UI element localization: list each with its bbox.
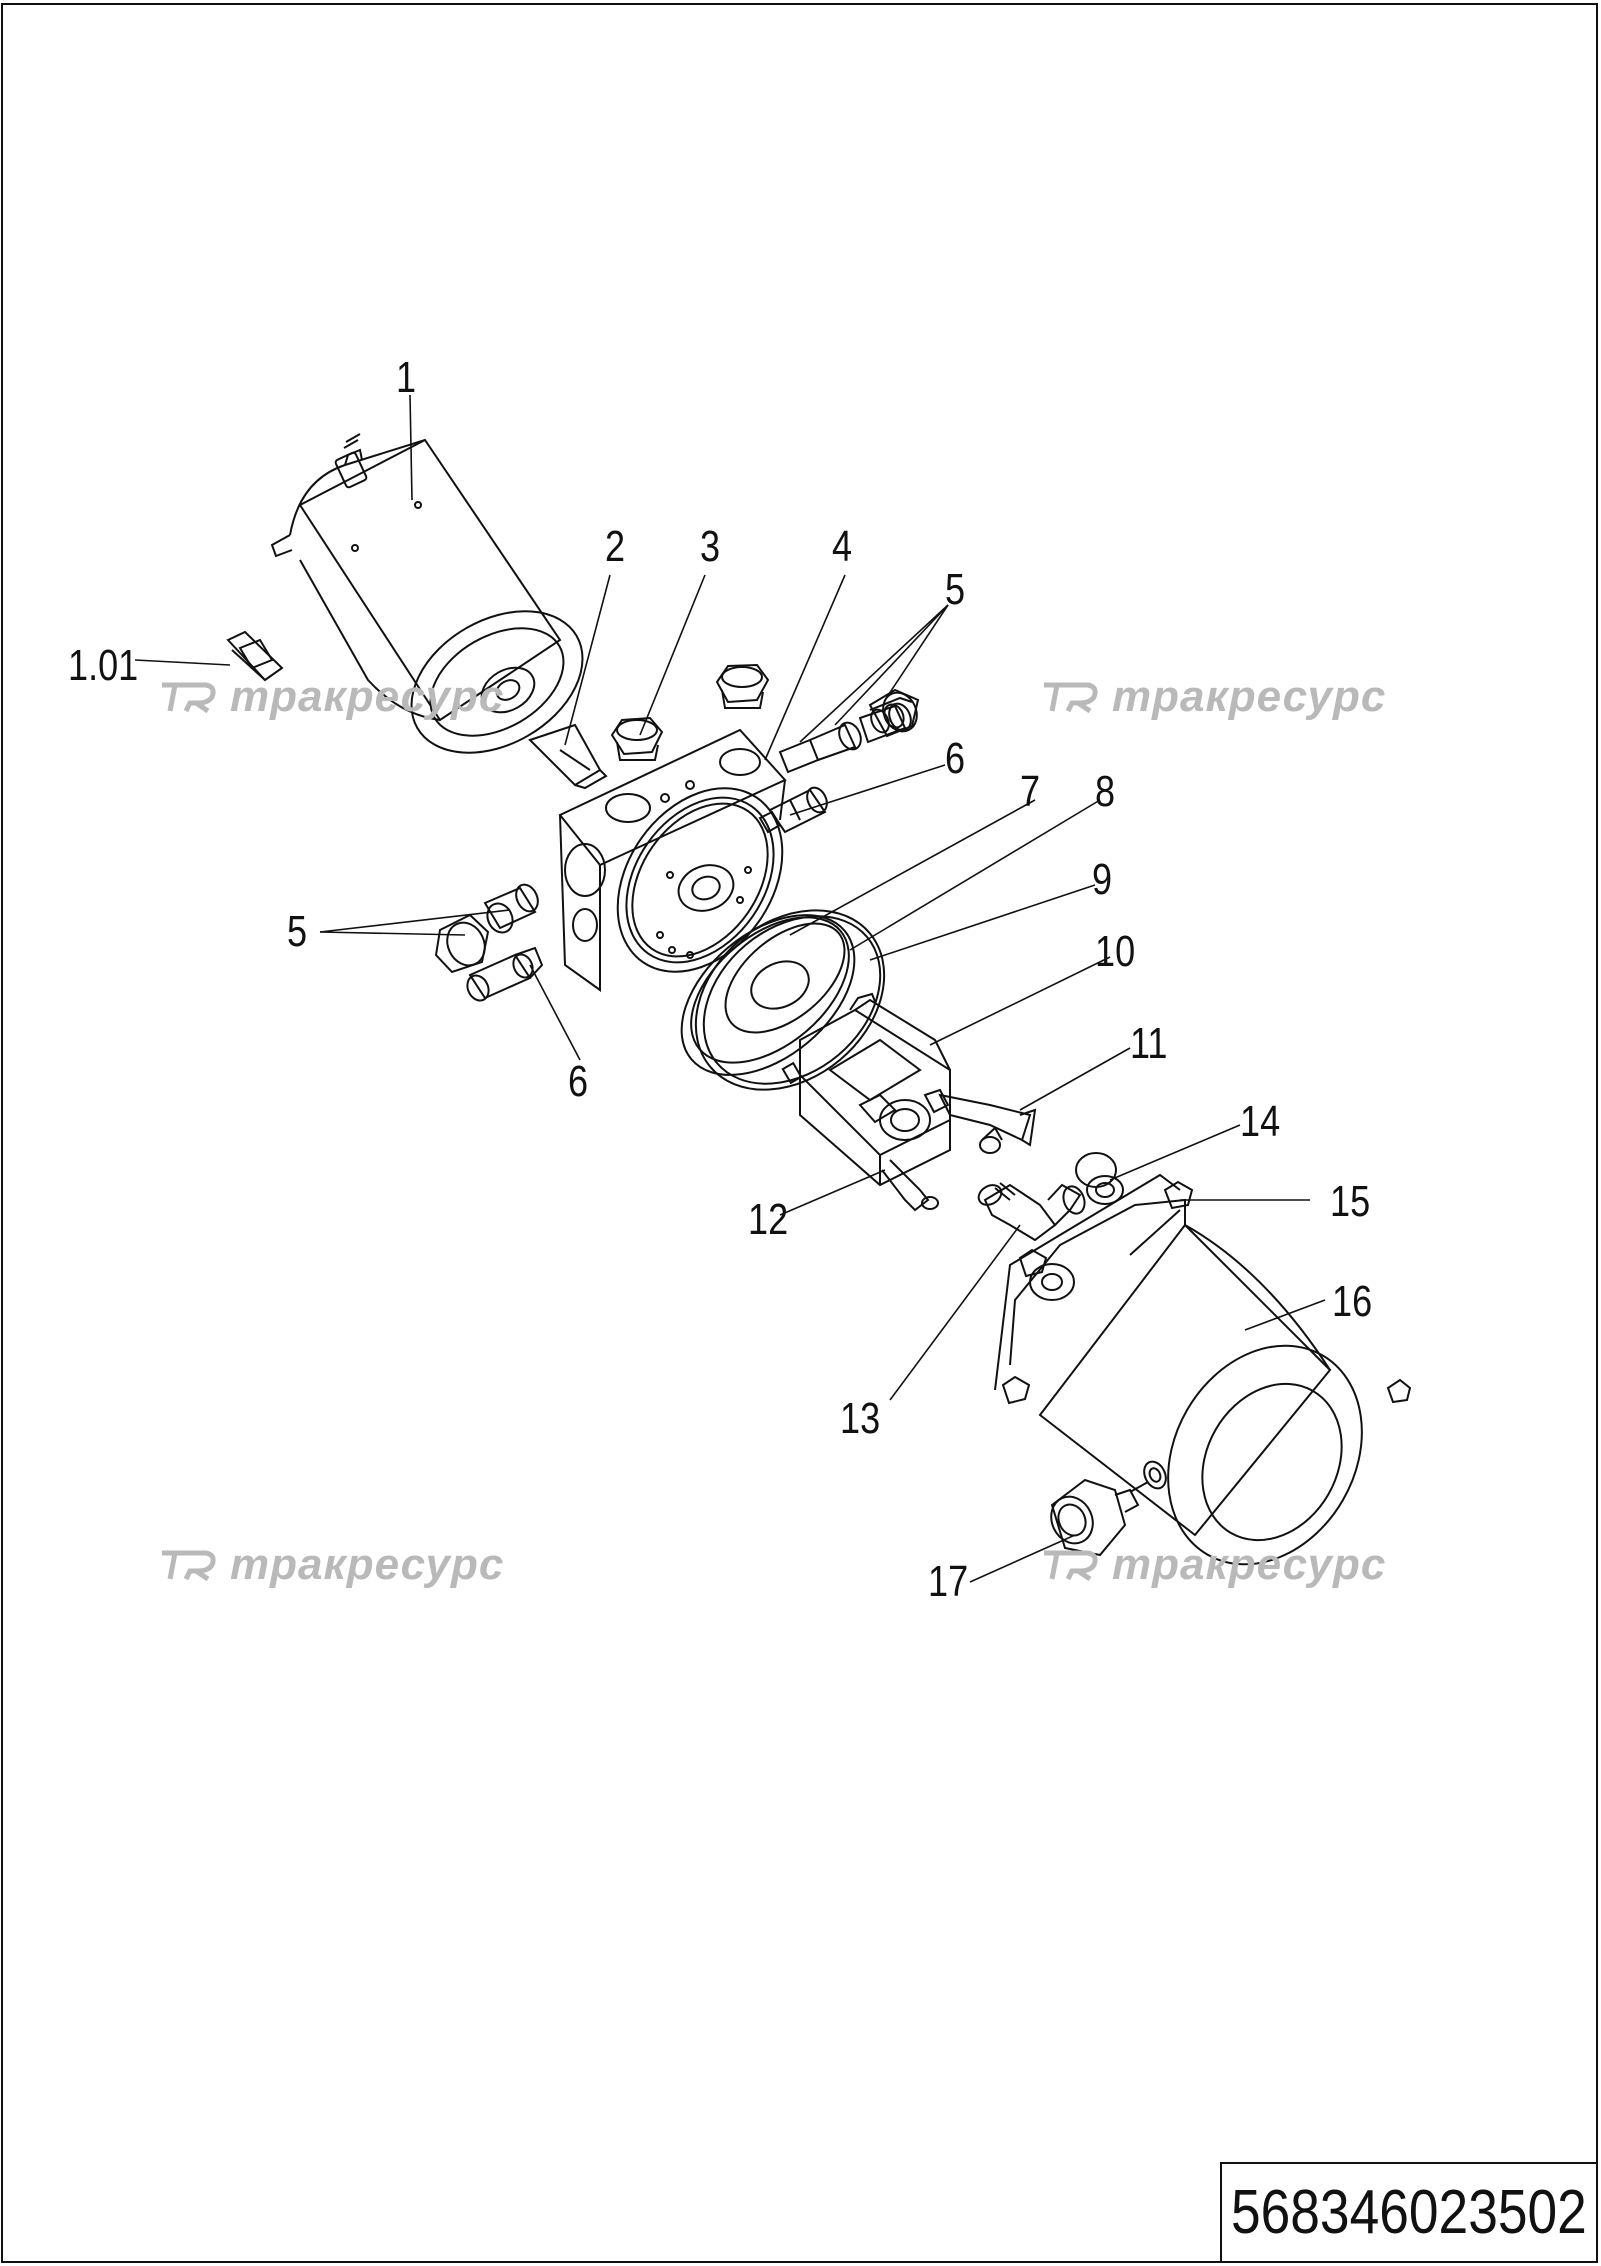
leader-lines xyxy=(135,395,1325,1582)
leader-5b-1 xyxy=(320,932,465,935)
leader-10 xyxy=(930,957,1110,1045)
callout-5-lower: 5 xyxy=(287,907,308,956)
callout-16: 16 xyxy=(1332,1277,1373,1326)
part-12-bolt xyxy=(882,1160,938,1210)
watermark-4: тракресурс xyxy=(1040,1540,1386,1590)
part-7-9-seals xyxy=(652,873,920,1126)
part-1-01-terminal xyxy=(228,632,282,680)
leader-17 xyxy=(970,1535,1075,1582)
callout-11: 11 xyxy=(1130,1019,1168,1068)
part-6-valve-upper xyxy=(760,784,831,832)
leader-11 xyxy=(1020,1048,1130,1110)
leader-2 xyxy=(565,575,610,745)
part-5-valves-upper xyxy=(780,698,915,772)
part-valve-block xyxy=(560,730,816,1003)
part-11-lever xyxy=(940,1095,1035,1153)
leader-4 xyxy=(765,575,845,760)
leader-5a-3 xyxy=(885,605,948,700)
leader-5a-2 xyxy=(835,605,948,725)
tr-logo-icon xyxy=(162,682,216,714)
part-4-plug xyxy=(717,665,768,708)
leader-6a xyxy=(790,765,945,815)
callout-12: 12 xyxy=(748,1195,789,1244)
callout-13: 13 xyxy=(840,1394,881,1443)
leader-13 xyxy=(890,1225,1020,1400)
callout-15: 15 xyxy=(1330,1177,1371,1226)
part-10-pump xyxy=(783,994,950,1185)
leader-16 xyxy=(1245,1300,1325,1330)
callout-9: 9 xyxy=(1092,855,1113,904)
callout-14: 14 xyxy=(1240,1097,1281,1146)
callout-8: 8 xyxy=(1095,767,1116,816)
leader-5b-2 xyxy=(320,910,510,932)
watermark-text: тракресурс xyxy=(1112,672,1387,721)
leader-7 xyxy=(790,800,1035,935)
tr-logo-icon xyxy=(162,1550,216,1582)
part-motor xyxy=(272,434,608,782)
watermark-text: тракресурс xyxy=(230,672,505,721)
callout-1-01: 1.01 xyxy=(68,641,139,690)
callout-5-upper: 5 xyxy=(945,565,966,614)
part-15-bolts xyxy=(1003,1182,1410,1403)
leader-5a-1 xyxy=(800,605,948,742)
callout-2: 2 xyxy=(605,522,626,571)
callout-3: 3 xyxy=(700,522,721,571)
part-17-cap xyxy=(1044,1458,1170,1555)
watermark-1: тракресурс xyxy=(158,672,504,722)
watermark-3: тракресурс xyxy=(158,1540,504,1590)
sheet-frame xyxy=(1,3,1598,2263)
part-3-plug xyxy=(612,718,662,760)
callout-4: 4 xyxy=(832,522,853,571)
watermark-text: тракресурс xyxy=(1112,1540,1387,1589)
document-number: 568346023502 xyxy=(1231,2178,1587,2247)
part-16-tank xyxy=(995,1175,1400,1600)
document-number-box: 568346023502 xyxy=(1220,2162,1598,2263)
part-5-valves-lower xyxy=(436,881,542,972)
callout-6-lower: 6 xyxy=(568,1057,589,1106)
part-6-valve-lower xyxy=(463,948,542,1004)
leader-14 xyxy=(1110,1125,1240,1180)
callout-10: 10 xyxy=(1095,927,1136,976)
watermark-text: тракресурс xyxy=(230,1540,505,1589)
part-13-elbow xyxy=(975,1181,1088,1240)
callout-17: 17 xyxy=(928,1557,969,1606)
part-2-key xyxy=(530,725,606,788)
leader-1-01 xyxy=(135,660,230,665)
tr-logo-icon xyxy=(1044,1550,1098,1582)
callout-1: 1 xyxy=(396,353,417,402)
leader-12 xyxy=(780,1170,885,1215)
watermark-2: тракресурс xyxy=(1040,672,1386,722)
callout-7: 7 xyxy=(1020,767,1041,816)
leader-3 xyxy=(640,575,705,735)
part-14-washer xyxy=(1076,1153,1123,1204)
part-5-cap-upper xyxy=(870,687,923,737)
leader-9 xyxy=(870,885,1095,960)
leader-6b xyxy=(530,965,580,1060)
leader-8 xyxy=(850,800,1100,950)
tr-logo-icon xyxy=(1044,682,1098,714)
callout-6-upper: 6 xyxy=(945,734,966,783)
